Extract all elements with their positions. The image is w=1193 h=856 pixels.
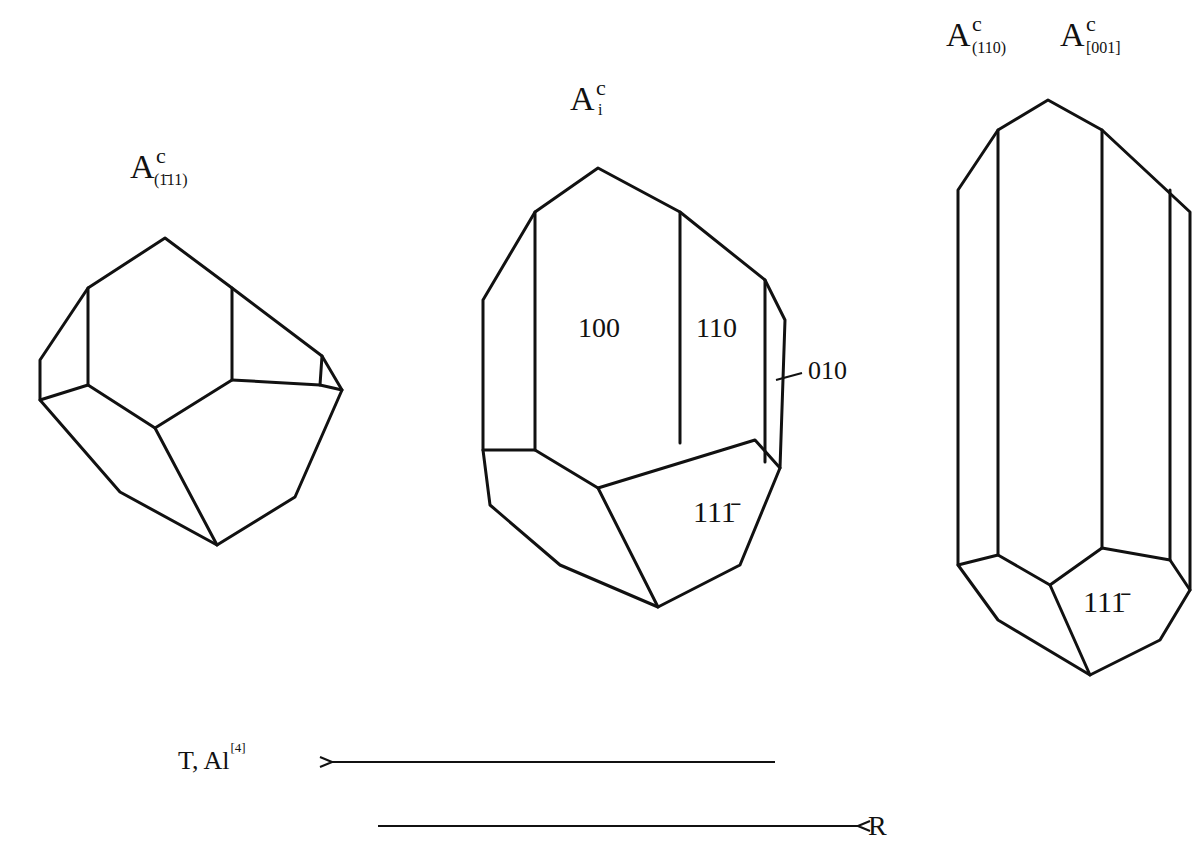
face-index: 100 [578, 314, 620, 342]
face-index: 111̄ [1083, 587, 1126, 617]
crystal-intermediate [483, 168, 785, 607]
superscript: c [1086, 13, 1096, 35]
crystal-isometric [40, 238, 342, 545]
trend-arrow [378, 825, 858, 827]
leader-line [776, 373, 802, 380]
phase-symbol: A [570, 82, 595, 116]
subscript-index: i [598, 102, 602, 118]
axis-label: R [868, 812, 887, 840]
phase-symbol: A [130, 150, 155, 184]
subscript-index: (110) [972, 40, 1006, 56]
face-index: 010 [808, 358, 847, 384]
axis-label: T, Al [178, 748, 230, 774]
phase-symbol: A [946, 18, 971, 52]
superscript: c [972, 13, 982, 35]
trend-arrow [332, 761, 775, 763]
phase-symbol: A [1060, 18, 1085, 52]
superscript: c [596, 77, 606, 99]
face-index: 110 [696, 314, 737, 342]
superscript: [4] [231, 741, 246, 754]
crystal-prismatic [958, 100, 1190, 675]
superscript: c [156, 145, 166, 167]
face-index: 111̄ [693, 497, 736, 527]
subscript-index: [001] [1086, 40, 1121, 56]
subscript-index: (1̄11) [154, 172, 187, 188]
